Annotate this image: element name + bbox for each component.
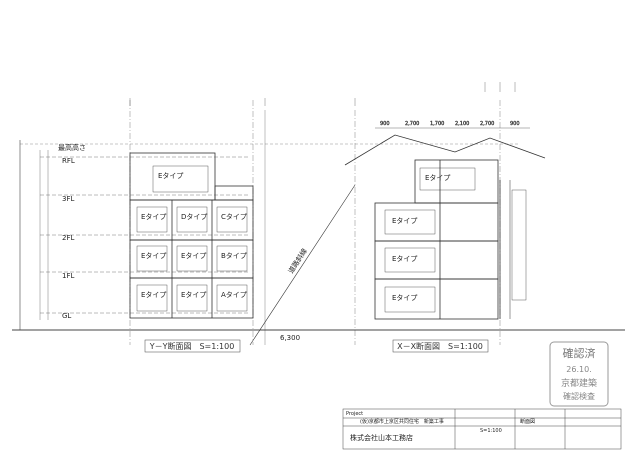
level-label-gl: GL <box>62 312 71 320</box>
dim-top-2: 1,700 <box>430 121 444 127</box>
unit-label-xx-2: Eタイプ <box>392 254 417 263</box>
stamp-line3: 確認検査 <box>563 391 595 401</box>
xx-unit-labels: Eタイプ Eタイプ Eタイプ Eタイプ <box>392 173 450 302</box>
yy-unit-labels: Eタイプ Eタイプ Dタイプ Cタイプ Eタイプ Eタイプ Bタイプ Eタイプ … <box>141 171 247 299</box>
tb-project-value: (仮)京都市上京区共同住宅 新築工事 <box>360 418 444 425</box>
dim-top-5: 900 <box>510 121 520 127</box>
stamp-title: 確認済 <box>563 346 596 360</box>
dim-top-3: 2,100 <box>455 121 469 127</box>
dim-top-1: 2,700 <box>405 121 419 127</box>
unit-label-yy-3c: Cタイプ <box>221 212 247 221</box>
dim-top-0: 900 <box>380 121 390 127</box>
dim-bottom: 6,300 <box>280 334 300 342</box>
unit-label-yy-1c: Aタイプ <box>221 290 247 299</box>
level-label-max: 最高高さ <box>58 143 86 152</box>
xx-section <box>344 100 546 345</box>
top-arrow-markers <box>129 82 516 106</box>
road-slope-line <box>249 110 356 346</box>
yy-section <box>129 100 254 345</box>
top-dimension-line: 900 2,700 1,700 2,100 2,700 900 <box>375 121 530 129</box>
unit-label-yy-3b: Dタイプ <box>181 212 207 221</box>
title-block <box>342 408 622 450</box>
unit-label-yy-1a: Eタイプ <box>141 290 166 299</box>
unit-label-yy-3a: Eタイプ <box>141 212 166 221</box>
level-label-2fl: 2FL <box>62 234 74 242</box>
unit-label-yy-2a: Eタイプ <box>141 251 166 260</box>
unit-label-xx-rf: Eタイプ <box>425 173 450 182</box>
level-label-1fl: 1FL <box>62 272 74 280</box>
xx-section-title: X－X断面図 S=1:100 <box>397 341 483 351</box>
stamp-date: 26.10. <box>566 365 591 374</box>
yy-section-title: Y－Y断面図 S=1:100 <box>149 341 235 351</box>
unit-label-yy-2c: Bタイプ <box>221 251 247 260</box>
unit-label-yy-2b: Eタイプ <box>181 251 206 260</box>
tb-project-label: Project <box>346 411 363 417</box>
stamp-line2: 京都建築 <box>561 377 597 389</box>
level-label-3fl: 3FL <box>62 195 74 203</box>
unit-label-xx-3: Eタイプ <box>392 216 417 225</box>
unit-label-yy-1b: Eタイプ <box>181 290 206 299</box>
drawing-frame <box>12 140 625 331</box>
approval-stamp: 確認済 26.10. 京都建築 確認検査 <box>549 341 609 407</box>
level-label-rfl: RFL <box>62 157 75 165</box>
tb-scale: S=1:100 <box>480 428 502 434</box>
level-label-group: 最高高さ RFL 3FL 2FL 1FL GL <box>58 143 86 320</box>
tb-company: 株式会社山本工務店 <box>350 433 413 442</box>
xx-title-box: X－X断面図 S=1:100 <box>392 339 489 353</box>
unit-label-yy-rf: Eタイプ <box>158 171 183 180</box>
dim-top-4: 2,700 <box>480 121 494 127</box>
tb-drawing-name: 断面図 <box>520 418 535 425</box>
unit-label-xx-1: Eタイプ <box>392 293 417 302</box>
yy-title-box: Y－Y断面図 S=1:100 <box>144 339 241 353</box>
